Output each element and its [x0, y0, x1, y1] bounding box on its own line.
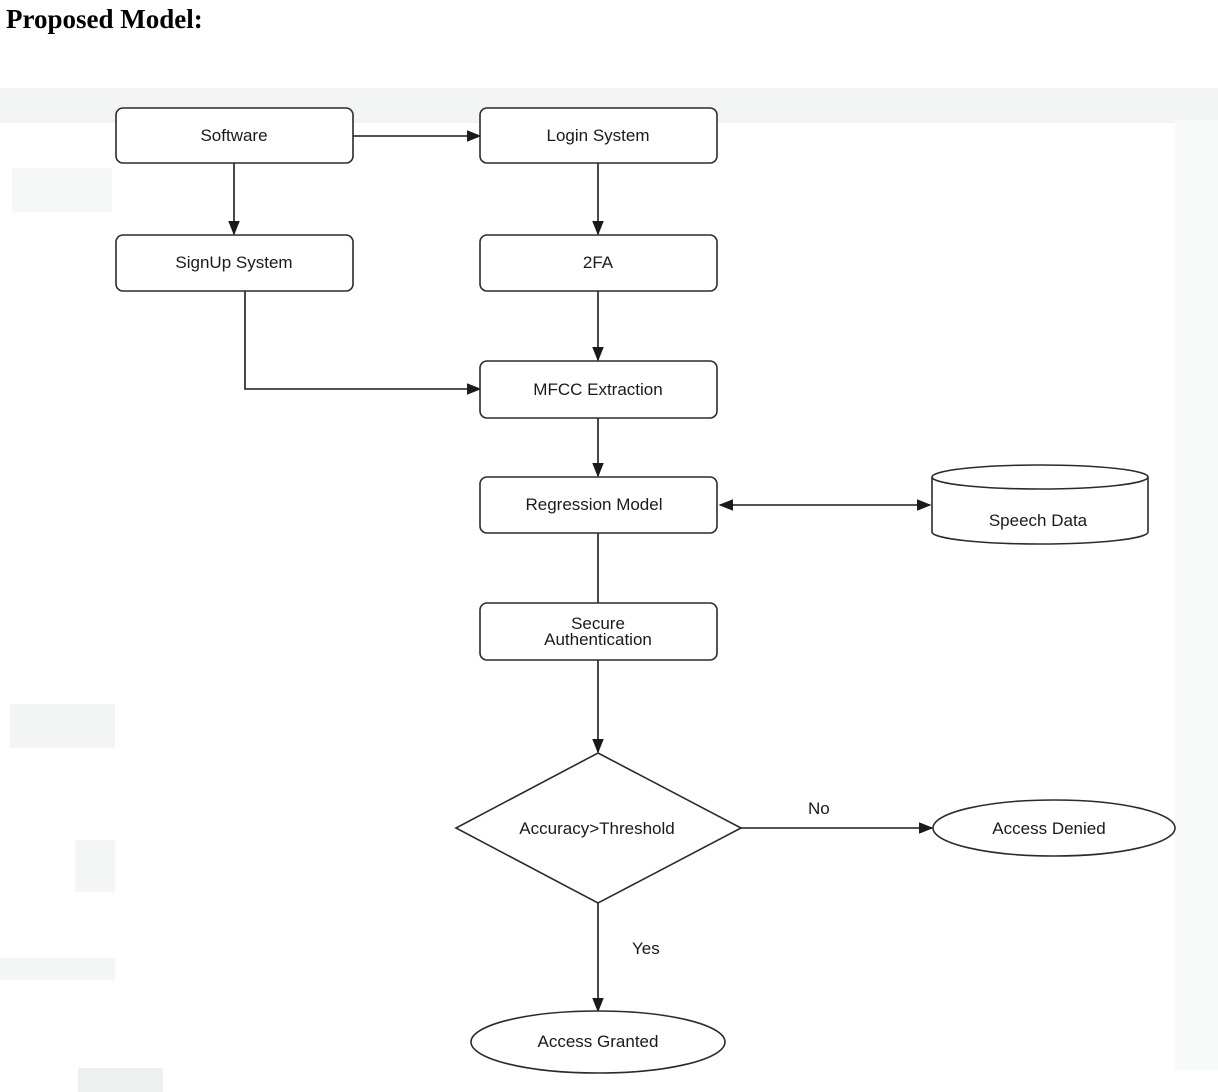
node-login-system-label: Login System [547, 126, 650, 145]
edge-signup-to-mfcc [244, 291, 482, 395]
node-2fa-label: 2FA [583, 253, 614, 272]
edge-label-no: No [808, 799, 830, 818]
node-mfcc-extraction: MFCC Extraction [479, 360, 718, 419]
node-speech-data-label: Speech Data [989, 511, 1088, 530]
node-signup-system: SignUp System [115, 234, 354, 292]
background-artifact [75, 840, 115, 892]
node-decision-label: Accuracy>Threshold [519, 819, 674, 838]
node-signup-system-label: SignUp System [175, 253, 292, 272]
node-access-granted-label: Access Granted [538, 1032, 659, 1051]
node-access-denied-label: Access Denied [992, 819, 1105, 838]
background-artifact [0, 958, 115, 980]
background-artifact [10, 704, 115, 748]
node-2fa: 2FA [479, 234, 718, 292]
node-secure-authentication-line2: Authentication [544, 630, 652, 649]
background-artifact [1175, 120, 1218, 1070]
node-mfcc-extraction-label: MFCC Extraction [533, 380, 662, 399]
background-artifact [12, 168, 112, 212]
edge-label-yes: Yes [632, 939, 660, 958]
background-artifact [78, 1068, 163, 1092]
node-regression-model: Regression Model [479, 476, 718, 534]
page-title: Proposed Model: [6, 4, 203, 34]
node-secure-authentication: Secure Authentication [479, 602, 718, 661]
node-secure-authentication-line1: Secure [571, 614, 625, 633]
node-access-granted: Access Granted [470, 1010, 726, 1074]
node-software: Software [115, 107, 354, 164]
node-speech-data: Speech Data [931, 464, 1149, 545]
node-software-label: Software [200, 126, 267, 145]
node-decision-accuracy-threshold: Accuracy>Threshold [454, 752, 743, 904]
node-login-system: Login System [479, 107, 718, 164]
node-access-denied: Access Denied [932, 799, 1176, 857]
node-regression-model-label: Regression Model [525, 495, 662, 514]
